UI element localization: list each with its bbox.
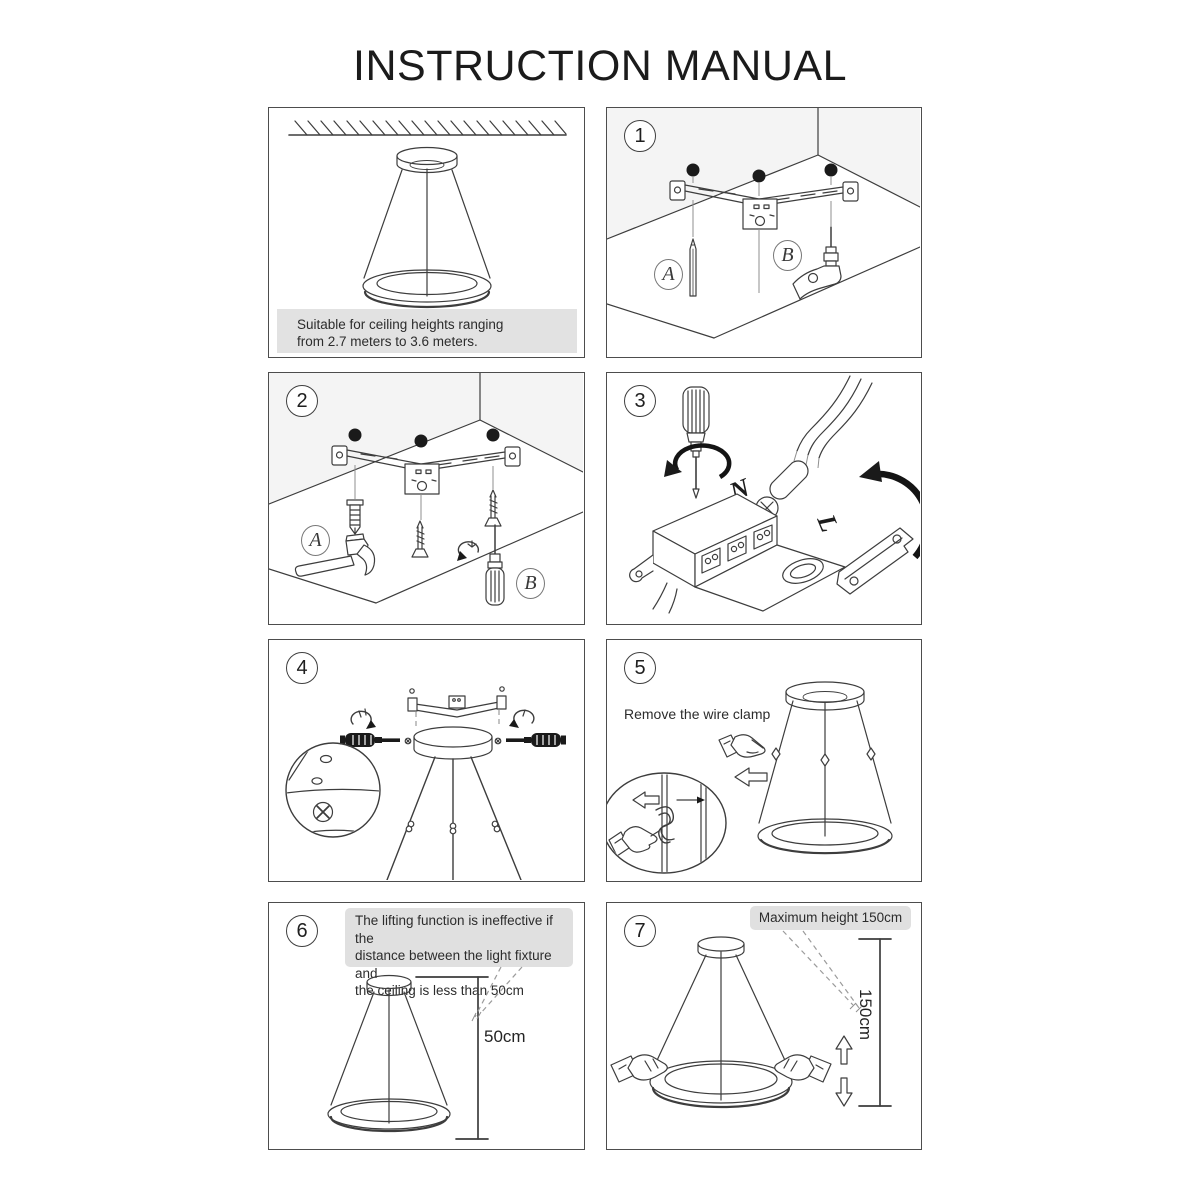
step-number-badge: 3 (624, 385, 656, 417)
screw-icon (411, 520, 429, 558)
ceiling-height-note: Suitable for ceiling heights ranging fro… (277, 309, 577, 353)
wire-clamp-icon (771, 747, 876, 767)
supply-wires-icon (793, 375, 873, 469)
tool-a-badge: A (654, 259, 683, 290)
down-arrow-icon (835, 1077, 853, 1107)
caption-line2: from 2.7 meters to 3.6 meters. (297, 334, 478, 349)
leader-lines (471, 966, 523, 1022)
pendant-light-icon (327, 974, 451, 1133)
step-number-badge: 7 (624, 915, 656, 947)
dimension-label: 50cm (484, 1027, 526, 1046)
ceiling-bracket-icon (407, 686, 507, 718)
hand-icon (610, 1054, 668, 1083)
screwdriver-icon (506, 733, 566, 747)
rotate-ccw-arrow-icon (664, 443, 732, 479)
step-number-badge: 2 (286, 385, 318, 417)
drill-point-marks (686, 163, 838, 196)
step5-illustration (607, 681, 893, 874)
drill-icon (792, 226, 842, 300)
panel-step4: 4 (268, 639, 585, 882)
step7-illustration (610, 930, 892, 1109)
tool-b-badge: B (516, 568, 545, 599)
note-line1: The lifting function is ineffective if t… (355, 913, 553, 946)
hand-icon (718, 734, 766, 758)
note-line3: the ceiling is less than 50cm (355, 983, 524, 998)
rotate-arrow-icon (509, 709, 535, 728)
canopy-icon (413, 726, 493, 760)
pendant-light-icon (649, 936, 793, 1109)
note-line2: distance between the light fixture and (355, 948, 552, 981)
side-screw-icon (404, 737, 502, 745)
rotate-arrow-icon (350, 708, 376, 729)
hammer-icon (294, 533, 376, 577)
step-number-badge: 6 (286, 915, 318, 947)
pencil-icon (689, 238, 697, 297)
step2-illustration (269, 373, 583, 606)
rotate-arrow-icon (457, 540, 480, 561)
step3-illustration: N L (629, 375, 920, 614)
max-height-note-box: Maximum height 150cm (750, 906, 911, 930)
drill-point-marks (348, 428, 500, 448)
instruction-text: Remove the wire clamp (624, 706, 771, 722)
magnifier-detail (607, 772, 727, 874)
leader-lines (782, 930, 863, 1013)
mounting-bracket-icon (669, 180, 859, 230)
rotate-cover-arrow-icon (859, 461, 920, 560)
dimension-line (858, 938, 892, 1107)
step-number-badge: 5 (624, 652, 656, 684)
caption-line1: Suitable for ceiling heights ranging (297, 317, 504, 332)
tool-b-badge: B (773, 240, 802, 271)
terminal-block-icon (629, 493, 846, 614)
step1-illustration (607, 108, 920, 339)
panel-step5: 5 Remove the wire clamp (606, 639, 922, 882)
panel-step2: 2 A B (268, 372, 585, 625)
step6-illustration (327, 966, 523, 1140)
ceiling-hatch-icon (288, 120, 567, 136)
screwdriver-icon (682, 386, 710, 499)
step-number-badge: 1 (624, 120, 656, 152)
dimension-line (415, 976, 489, 1140)
pull-arrow-icon (734, 767, 768, 787)
mounting-bracket-icon (331, 445, 521, 495)
page-title: INSTRUCTION MANUAL (353, 42, 847, 90)
wire-entry-tube (769, 460, 809, 500)
lifting-note-box: The lifting function is ineffective if t… (345, 908, 573, 998)
panel-overview: Suitable for ceiling heights ranging fro… (268, 107, 585, 358)
tool-a-badge: A (301, 525, 330, 556)
up-arrow-icon (835, 1035, 853, 1065)
step4-illustration (285, 686, 566, 880)
screwdriver-icon (485, 524, 505, 606)
panel-step1: 1 A B (606, 107, 922, 358)
step-number-badge: 4 (286, 652, 318, 684)
wall-anchor-icon (346, 499, 364, 535)
suspension-cables (386, 756, 522, 880)
screwdriver-icon (340, 733, 400, 747)
panel-step7: 7 Maximum height 150cm 150cm (606, 902, 922, 1150)
overview-illustration (288, 120, 567, 309)
hand-icon (774, 1054, 832, 1083)
panel-step6: 6 The lifting function is ineffective if… (268, 902, 585, 1150)
pendant-light-icon (757, 681, 893, 855)
panel-step3: 3 N (606, 372, 922, 625)
magnifier-detail (285, 742, 381, 838)
screw-icon (484, 489, 502, 527)
pendant-light-icon (362, 146, 492, 309)
terminal-l-label: L (811, 509, 844, 536)
wire-clamp-cover-icon (836, 527, 914, 595)
